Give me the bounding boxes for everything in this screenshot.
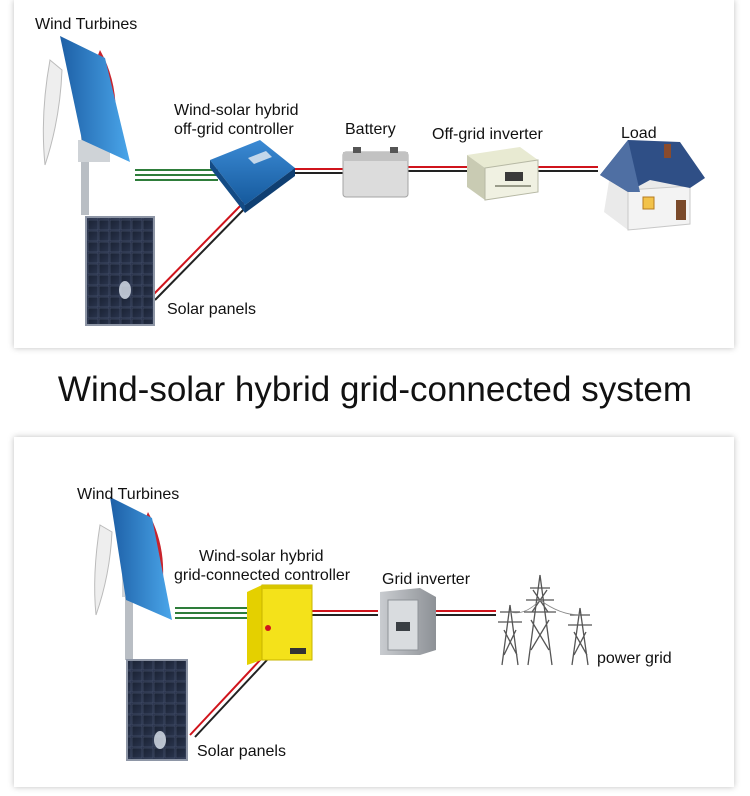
controller-label-line2: off-grid controller bbox=[174, 121, 294, 138]
controller-label-line1: Wind-solar hybrid bbox=[174, 102, 299, 119]
dc-wires-bottom bbox=[175, 607, 496, 738]
battery-label: Battery bbox=[345, 121, 396, 138]
power-grid-label: power grid bbox=[597, 650, 672, 667]
wind-turbines-label: Wind Turbines bbox=[35, 16, 138, 33]
wind-turbines-label: Wind Turbines bbox=[77, 486, 180, 503]
grid-controller-icon bbox=[247, 584, 313, 665]
solar-panel-icon bbox=[85, 216, 155, 326]
controller-label-line1: Wind-solar hybrid bbox=[199, 548, 324, 565]
grid-inverter-icon bbox=[380, 588, 436, 655]
section-heading: Wind-solar hybrid grid-connected system bbox=[57, 370, 693, 409]
house-icon bbox=[600, 140, 705, 231]
solar-panels-label: Solar panels bbox=[167, 301, 256, 318]
grid-inverter-label: Grid inverter bbox=[382, 571, 471, 588]
controller-icon bbox=[210, 140, 295, 213]
wind-turbine-icon bbox=[94, 497, 172, 660]
dc-wires-top bbox=[135, 166, 598, 301]
solar-panel-icon bbox=[126, 659, 188, 761]
battery-icon bbox=[342, 147, 409, 198]
solar-panels-label: Solar panels bbox=[197, 743, 286, 760]
controller-label-line2: grid-connected controller bbox=[174, 567, 351, 584]
wind-turbine-icon bbox=[42, 36, 130, 215]
load-label: Load bbox=[621, 125, 657, 142]
offgrid-inverter-label: Off-grid inverter bbox=[432, 126, 543, 143]
power-tower-icon bbox=[498, 574, 592, 666]
inverter-icon bbox=[467, 147, 539, 201]
